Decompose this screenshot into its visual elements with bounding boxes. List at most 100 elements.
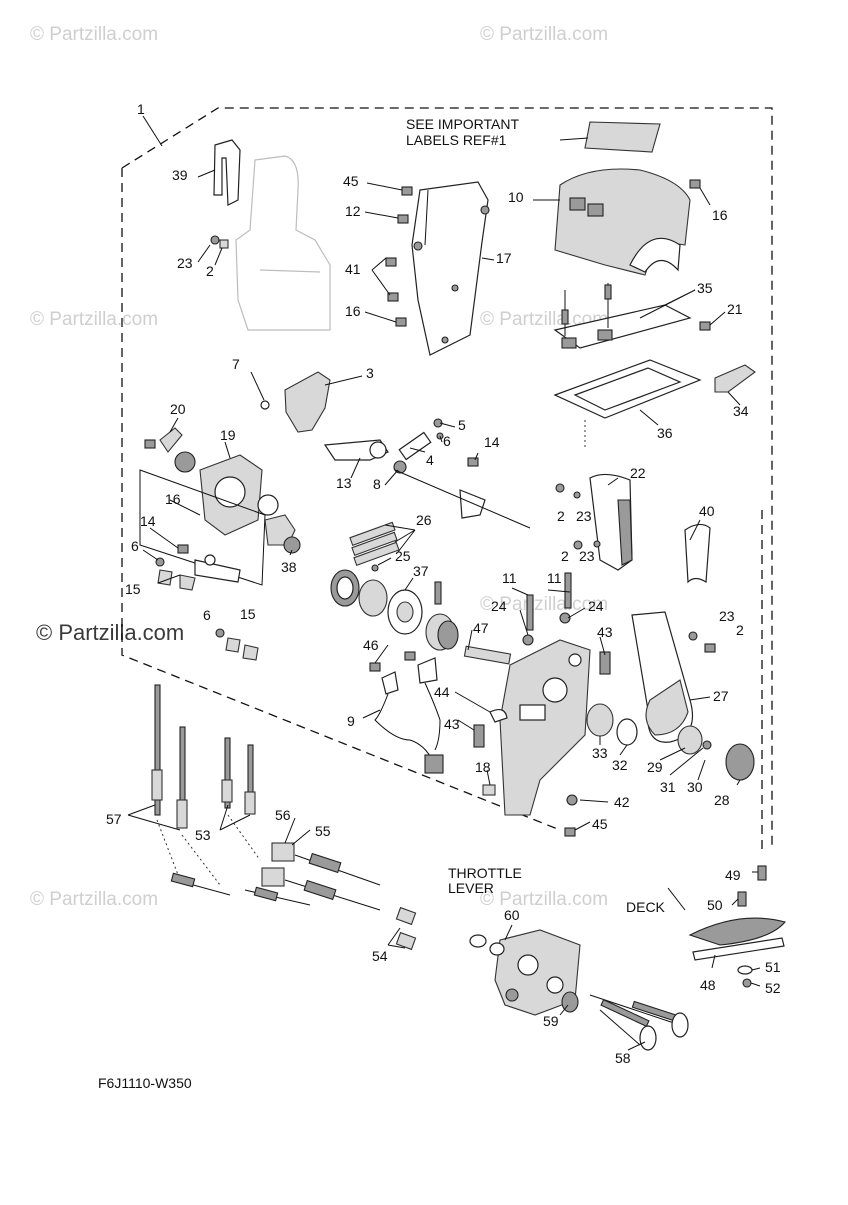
callout-11: 11 [547, 570, 562, 586]
callout-18: 18 [475, 759, 491, 775]
callout-26: 26 [416, 512, 432, 528]
watermark-group: © Partzilla.com © Partzilla.com © Partzi… [30, 24, 608, 910]
screw-21 [699, 321, 711, 331]
nut-42 [566, 794, 578, 806]
watermark: © Partzilla.com [30, 309, 158, 330]
callout-41: 41 [345, 261, 361, 277]
callout-47: 47 [473, 620, 489, 636]
link-bracket [459, 489, 486, 519]
callout-40: 40 [699, 503, 715, 519]
part-15-lower [215, 628, 259, 661]
sub-group-box [139, 469, 266, 586]
part-39-clip [213, 139, 241, 206]
part-54-ends [395, 906, 417, 951]
callout-50: 50 [707, 897, 723, 913]
watermark: © Partzilla.com [30, 889, 158, 910]
lower-cables [170, 872, 311, 906]
callout-16: 16 [712, 207, 728, 223]
callout-4: 4 [426, 452, 434, 468]
watermark-main: © Partzilla.com [36, 620, 184, 645]
part-38 [264, 514, 301, 554]
callout-39: 39 [172, 167, 188, 183]
callout-59: 59 [543, 1013, 559, 1029]
callout-43: 43 [597, 624, 613, 640]
callout-13: 13 [336, 475, 352, 491]
callout-30: 30 [687, 779, 703, 795]
deck-assembly [688, 865, 786, 988]
callout-23: 23 [579, 548, 595, 564]
part-26-plates [349, 521, 400, 566]
part-32 [616, 718, 638, 746]
callout-27: 27 [713, 688, 729, 704]
part-43-right [599, 651, 611, 675]
callout-60: 60 [504, 907, 520, 923]
callout-20: 20 [170, 401, 186, 417]
callout-6: 6 [443, 433, 451, 449]
callout-56: 56 [275, 807, 291, 823]
callout-1: 1 [137, 101, 145, 117]
callout-24: 24 [491, 598, 507, 614]
part-34 [714, 364, 756, 393]
callout-38: 38 [281, 559, 297, 575]
callout-8: 8 [373, 476, 381, 492]
callout-31: 31 [660, 779, 676, 795]
callout-45: 45 [592, 816, 608, 832]
screw-16-top [689, 179, 701, 189]
callout-2: 2 [557, 508, 565, 524]
callout-25: 25 [395, 548, 411, 564]
callout-44: 44 [434, 684, 450, 700]
callout-55: 55 [315, 823, 331, 839]
callout-6: 6 [203, 607, 211, 623]
pin [434, 581, 442, 605]
callout-36: 36 [657, 425, 673, 441]
part-35-rails [553, 283, 692, 349]
assembly-boundary [121, 107, 773, 845]
part-13-arm [323, 439, 389, 461]
callout-23: 23 [576, 508, 592, 524]
screw-group-top-left [210, 235, 229, 249]
callout-51: 51 [765, 959, 781, 975]
callout-32: 32 [612, 757, 628, 773]
callout-48: 48 [700, 977, 716, 993]
callout-10: 10 [508, 189, 524, 205]
note-important-line2: LABELS REF#1 [406, 132, 507, 148]
callout-22: 22 [630, 465, 646, 481]
callout-43: 43 [444, 716, 460, 732]
callout-33: 33 [592, 745, 608, 761]
callout-3: 3 [366, 365, 374, 381]
callout-16: 16 [165, 491, 181, 507]
cables-53 [221, 737, 256, 815]
callout-14: 14 [140, 513, 156, 529]
part-36-gasket [553, 359, 702, 419]
part-9-wiring [369, 651, 444, 774]
note-deck: DECK [626, 899, 666, 915]
callout-57: 57 [106, 811, 122, 827]
part-14-lever [155, 544, 241, 591]
callout-6: 6 [131, 538, 139, 554]
callout-2: 2 [561, 548, 569, 564]
watermark: © Partzilla.com [480, 594, 608, 615]
note-throttle-line2: LEVER [448, 880, 494, 896]
watermark: © Partzilla.com [480, 24, 608, 45]
callout-24: 24 [588, 598, 604, 614]
callout-2: 2 [206, 263, 214, 279]
callout-11: 11 [502, 570, 517, 586]
callout-14: 14 [484, 434, 500, 450]
main-housing [499, 639, 591, 816]
callout-45: 45 [343, 173, 359, 189]
part-33 [586, 703, 614, 737]
callout-35: 35 [697, 280, 713, 296]
callout-34: 34 [733, 403, 749, 419]
part-20 [144, 427, 183, 453]
part-10-cover [554, 168, 691, 276]
screws-plate-17 [385, 186, 413, 327]
part-19-housing [174, 451, 279, 536]
callout-53: 53 [195, 827, 211, 843]
callout-52: 52 [765, 980, 781, 996]
joints-55-56 [261, 842, 381, 911]
callout-2: 2 [736, 622, 744, 638]
part-18 [482, 784, 496, 796]
callout-5: 5 [458, 417, 466, 433]
part-22-lever [589, 473, 633, 571]
